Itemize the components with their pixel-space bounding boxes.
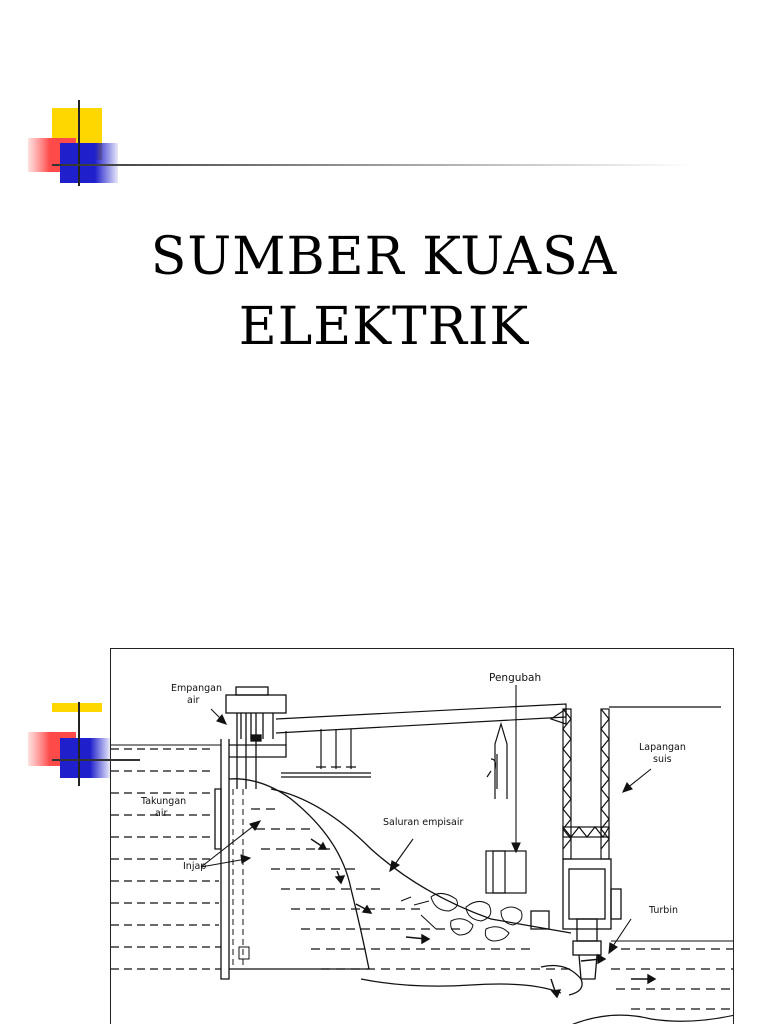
leader-lines (200, 685, 652, 955)
yellow-square (52, 703, 102, 712)
label-turbin: Turbin (648, 905, 678, 916)
title-slide: SUMBER KUASA ELEKTRIK (0, 100, 768, 362)
blue-square (60, 738, 110, 778)
transmission-line (275, 703, 567, 778)
slide-decoration (28, 100, 692, 186)
powerhouse (530, 858, 622, 996)
label-saluran: Saluran empisair (383, 817, 463, 828)
hydro-power-diagram: Pengubah Empangan air Lapangan suis Taku… (110, 648, 734, 1024)
label-injap: Injap (183, 861, 206, 872)
tailrace-water (611, 948, 733, 1010)
reservoir-water (111, 748, 221, 970)
horizontal-line (52, 164, 692, 166)
label-empangan-2: air (187, 695, 199, 706)
title-line-2: ELEKTRIK (238, 297, 530, 357)
switchyard-towers (549, 706, 721, 860)
horizontal-line (52, 759, 140, 761)
dam-structure (214, 686, 572, 980)
rubble (400, 893, 523, 942)
diagram-canvas: Pengubah Empangan air Lapangan suis Taku… (111, 672, 733, 1024)
transformer-building (485, 721, 527, 894)
label-takungan-2: air (155, 808, 167, 819)
label-lapangan-2: suis (653, 754, 672, 765)
label-takungan-1: Takungan (140, 796, 186, 807)
slide-decoration-front (28, 702, 140, 786)
title-line-1: SUMBER KUASA (150, 227, 618, 287)
label-pengubah: Pengubah (489, 672, 541, 684)
slide-decoration (52, 703, 102, 712)
label-empangan-1: Empangan (171, 683, 222, 694)
label-lapangan-1: Lapangan (639, 742, 686, 753)
blue-square (60, 143, 118, 183)
diagram-slide: Pengubah Empangan air Lapangan suis Taku… (0, 512, 768, 1024)
penstock-water (251, 808, 571, 970)
page-title: SUMBER KUASA ELEKTRIK (0, 222, 768, 362)
